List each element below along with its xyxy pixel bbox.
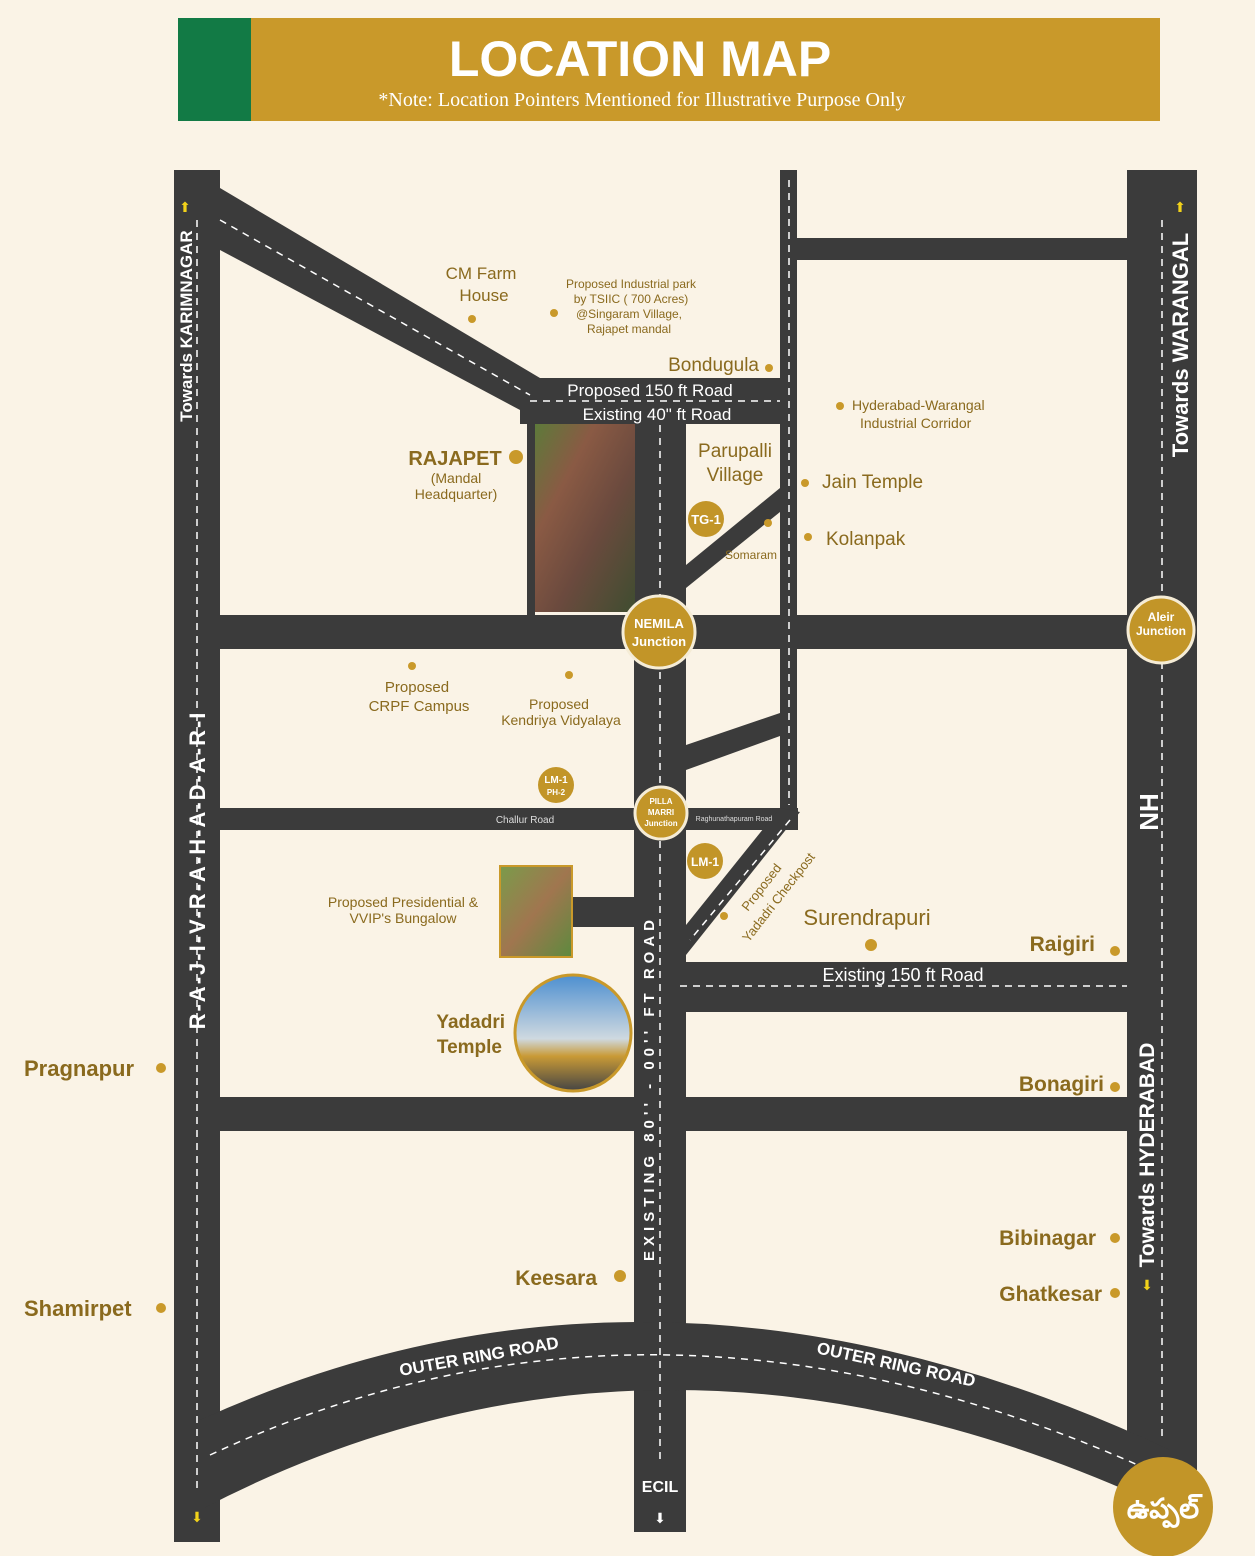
- svg-text:Junction: Junction: [632, 634, 686, 649]
- svg-text:by TSIIC ( 700 Acres): by TSIIC ( 700 Acres): [574, 292, 689, 306]
- svg-text:(Mandal: (Mandal: [431, 470, 482, 486]
- svg-text:CRPF Campus: CRPF Campus: [369, 698, 470, 715]
- road-tg1-diagonal: [686, 488, 780, 588]
- label-towards-karimnagar: Towards KARIMNAGAR: [177, 230, 196, 421]
- header-green-block: [178, 18, 251, 121]
- label-rajiv-rahadari: R-A-J-I-V-R-A-H-A-D-A-R-I: [185, 711, 210, 1030]
- place-bondugula: Bondugula: [668, 355, 759, 376]
- svg-text:TG-1: TG-1: [691, 512, 721, 527]
- pilla-marri-junction: PILLA MARRI Junction: [633, 785, 689, 841]
- rajapet-aerial-image: [535, 424, 635, 612]
- place-shamirpet: Shamirpet: [24, 1296, 132, 1321]
- road-checkpost-diagonal: [686, 808, 800, 955]
- place-jain-temple: Jain Temple: [822, 472, 923, 493]
- arrow-up-icon: ⬆: [1174, 199, 1186, 215]
- place-keesara: Keesara: [515, 1267, 597, 1290]
- page-title: LOCATION MAP: [449, 31, 831, 87]
- arrow-down-icon: ⬇: [191, 1509, 203, 1525]
- svg-text:Junction: Junction: [644, 819, 677, 828]
- place-presidential-bungalow: Proposed Presidential &: [328, 894, 479, 910]
- bungalow-image: [499, 865, 573, 958]
- place-industrial-park: Proposed Industrial park: [566, 277, 697, 291]
- road-lower-horizontal: [220, 1097, 1127, 1131]
- lm1-marker: LM-1: [687, 843, 723, 879]
- place-yadadri-temple: Yadadri: [436, 1012, 505, 1033]
- place-bonagiri: Bonagiri: [1019, 1073, 1104, 1096]
- label-raghunathapuram-road: Raghunathapuram Road: [696, 816, 773, 823]
- label-ecil: ECIL: [642, 1479, 679, 1496]
- svg-text:PILLA: PILLA: [649, 797, 672, 806]
- place-crpf-campus: Proposed: [385, 679, 449, 696]
- place-cm-farm: CM Farm: [446, 264, 517, 283]
- yadadri-temple-image: [513, 973, 633, 1093]
- svg-text:@Singaram Village,: @Singaram Village,: [576, 307, 682, 321]
- tg1-marker: TG-1: [688, 501, 724, 537]
- road-existing-150ft: [686, 962, 1127, 1012]
- arrow-down-icon: ⬇: [654, 1510, 666, 1526]
- road-outer-ring: [200, 1322, 1170, 1510]
- svg-text:Headquarter): Headquarter): [415, 486, 498, 502]
- road-rajapet-edge: [527, 420, 535, 615]
- svg-text:NEMILA: NEMILA: [634, 616, 684, 631]
- svg-text:MARRI: MARRI: [648, 808, 674, 817]
- label-nh: NH: [1134, 793, 1164, 831]
- place-pragnapur: Pragnapur: [24, 1056, 134, 1081]
- nemila-junction: NEMILA Junction: [621, 594, 697, 670]
- places: CM Farm House Proposed Industrial park b…: [24, 264, 1120, 1321]
- place-somaram: Somaram: [725, 548, 777, 562]
- place-bibinagar: Bibinagar: [999, 1227, 1096, 1250]
- label-towards-hyderabad: Towards HYDERABAD: [1136, 1043, 1159, 1268]
- svg-text:Aleir: Aleir: [1148, 610, 1175, 624]
- road-diagonal-northwest: [220, 188, 540, 410]
- road-top-horizontal: [797, 238, 1127, 260]
- checkpost-dot: [720, 912, 728, 920]
- road-bungalow-connector: [572, 897, 634, 927]
- header-note: *Note: Location Pointers Mentioned for I…: [378, 89, 905, 111]
- svg-text:PH-2: PH-2: [547, 788, 566, 797]
- road-challur: [220, 808, 634, 830]
- arrow-down-icon: ⬇: [1141, 1277, 1153, 1293]
- svg-text:House: House: [459, 286, 508, 305]
- svg-text:Industrial Corridor: Industrial Corridor: [860, 415, 972, 431]
- place-raigiri: Raigiri: [1030, 933, 1095, 956]
- place-kendriya-vidyalaya: Proposed: [529, 696, 589, 712]
- place-parupalli: Parupalli: [698, 441, 772, 462]
- header-gold-block: [251, 18, 1160, 121]
- label-challur-road: Challur Road: [496, 815, 554, 826]
- place-kolanpak: Kolanpak: [826, 529, 906, 550]
- svg-text:Village: Village: [707, 465, 764, 486]
- svg-text:VVIP's Bungalow: VVIP's Bungalow: [350, 910, 458, 926]
- label-proposed-150ft-road: Proposed 150 ft Road: [567, 381, 732, 400]
- road-diagonal-2: [686, 713, 780, 770]
- place-surendrapuri: Surendrapuri: [803, 905, 930, 930]
- svg-text:Junction: Junction: [1136, 624, 1186, 638]
- place-hw-corridor: Hyderabad-Warangal: [852, 397, 985, 413]
- place-ghatkesar: Ghatkesar: [999, 1283, 1102, 1306]
- uppal-junction: ఉప్పల్: [1113, 1457, 1213, 1556]
- svg-text:Temple: Temple: [437, 1037, 502, 1058]
- label-towards-warangal: Towards WARANGAL: [1168, 233, 1193, 457]
- label-existing-80ft-road: EXISTING 80'' - 00'' FT ROAD: [641, 915, 658, 1261]
- label-existing-150ft-road: Existing 150 ft Road: [822, 965, 983, 985]
- svg-text:LM-1: LM-1: [691, 855, 719, 869]
- lm1-ph2-marker: LM-1 PH-2: [538, 767, 574, 803]
- aleir-junction: Aleir Junction: [1126, 595, 1196, 665]
- header-banner: LOCATION MAP *Note: Location Pointers Me…: [178, 18, 1160, 121]
- svg-text:ఉప్పల్: ఉప్పల్: [1127, 1493, 1203, 1528]
- arrow-up-icon: ⬆: [179, 199, 191, 215]
- label-existing-40ft-road: Existing 40" ft Road: [583, 405, 732, 424]
- svg-text:Rajapet mandal: Rajapet mandal: [587, 322, 671, 336]
- place-rajapet: RAJAPET: [408, 448, 501, 470]
- svg-text:LM-1: LM-1: [544, 775, 568, 786]
- svg-text:Kendriya Vidyalaya: Kendriya Vidyalaya: [501, 712, 621, 728]
